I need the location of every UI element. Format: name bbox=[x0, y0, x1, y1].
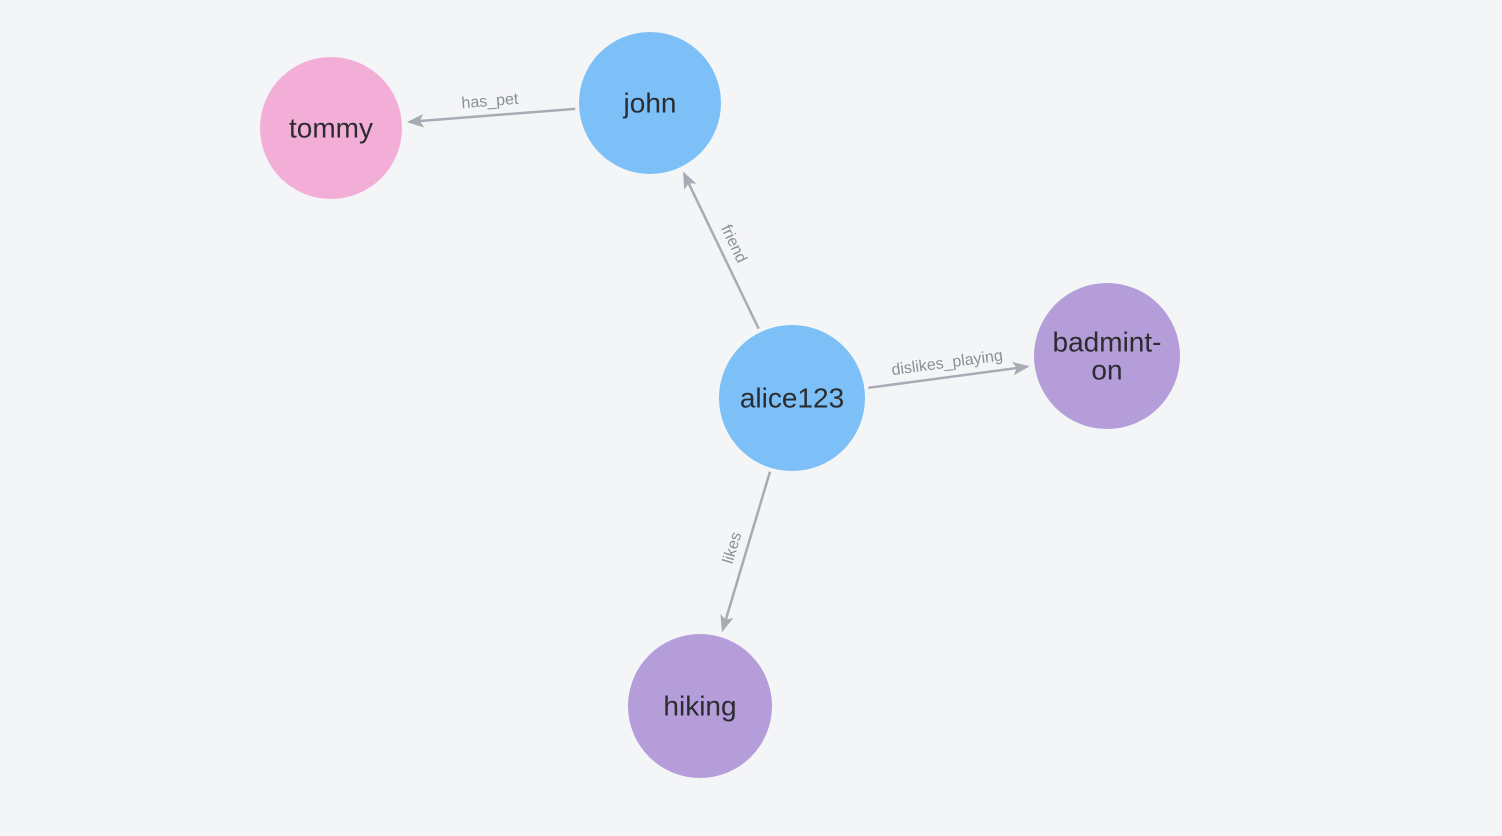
edge-friend[interactable]: friend bbox=[683, 171, 760, 330]
node-circle[interactable] bbox=[1034, 283, 1180, 429]
edge-line bbox=[868, 366, 1018, 390]
edge-label: has_pet bbox=[461, 91, 520, 112]
edge-label: dislikes_playing bbox=[890, 347, 1003, 379]
node-circle[interactable] bbox=[260, 57, 402, 199]
node-john[interactable]: john bbox=[579, 32, 721, 174]
edge-label: friend bbox=[717, 222, 750, 265]
arrowhead-icon bbox=[406, 114, 425, 128]
edge-line bbox=[724, 471, 772, 622]
arrowhead-icon bbox=[720, 614, 734, 633]
edge-line bbox=[687, 181, 760, 330]
arrowhead-icon bbox=[683, 171, 697, 190]
node-badminton[interactable]: badmint-on bbox=[1034, 283, 1180, 429]
node-circle[interactable] bbox=[719, 325, 865, 471]
edge-has_pet[interactable]: has_pet bbox=[406, 91, 576, 128]
node-alice123[interactable]: alice123 bbox=[719, 325, 865, 471]
edge-dislikes_playing[interactable]: dislikes_playing bbox=[868, 347, 1030, 390]
arrowhead-icon bbox=[1011, 361, 1030, 376]
node-circle[interactable] bbox=[579, 32, 721, 174]
node-hiking[interactable]: hiking bbox=[628, 634, 772, 778]
node-tommy[interactable]: tommy bbox=[260, 57, 402, 199]
edge-likes[interactable]: likes bbox=[720, 471, 772, 633]
node-circle[interactable] bbox=[628, 634, 772, 778]
edge-line bbox=[418, 107, 576, 123]
edge-label: likes bbox=[720, 530, 745, 566]
